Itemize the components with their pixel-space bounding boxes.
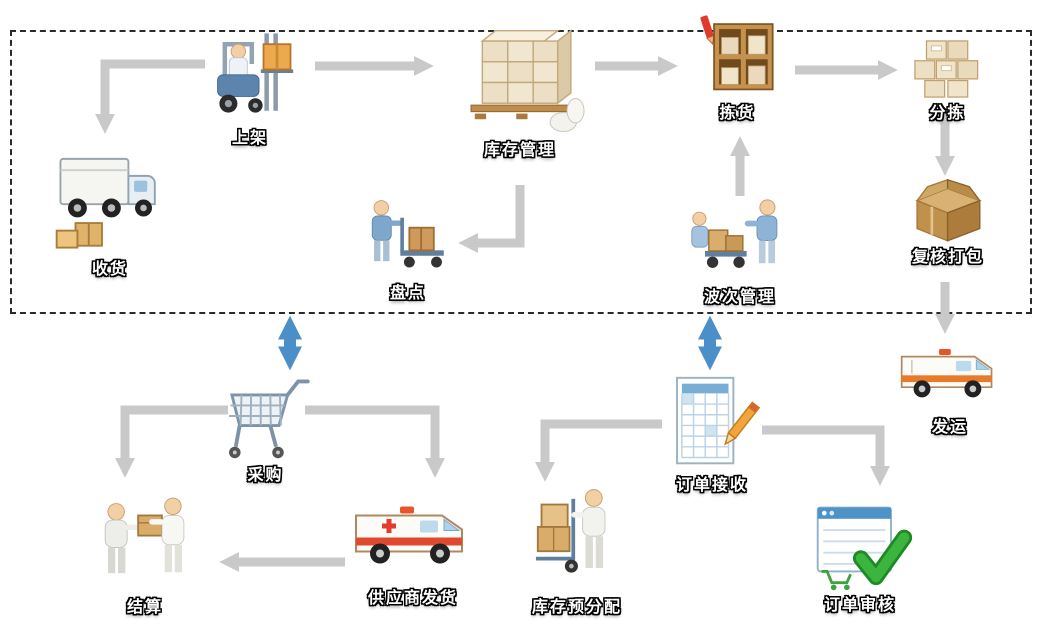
picking-shelf-icon (700, 15, 774, 91)
node-dispatch: 发运 (888, 338, 1012, 436)
node-label-sorting: 分拣 (929, 103, 966, 122)
node-label-supplier-ship: 供应商发货 (367, 588, 458, 607)
node-label-picking: 拣货 (719, 103, 756, 122)
order-form-icon (676, 376, 761, 465)
edge-order-receive-to-order-review (762, 425, 890, 486)
order-approved-icon (816, 506, 912, 591)
shopping-cart-icon (228, 379, 310, 459)
node-settlement: 结算 (90, 488, 200, 616)
receiving-truck-icon (55, 157, 156, 249)
node-shelving: 上架 (200, 28, 300, 147)
node-picking: 拣货 (685, 14, 790, 122)
node-label-stocktake: 盘点 (389, 283, 426, 302)
node-label-receiving: 收货 (91, 259, 128, 278)
node-label-preallocate: 库存预分配 (531, 597, 622, 616)
node-sorting: 分拣 (900, 36, 995, 122)
node-label-packing: 复核打包 (911, 247, 984, 266)
node-preallocate: 库存预分配 (527, 484, 627, 616)
node-stocktake: 盘点 (358, 196, 458, 302)
node-label-inventory: 库存管理 (483, 140, 556, 159)
edge-order-receive-to-preallocate (535, 419, 662, 482)
node-purchase: 采购 (218, 368, 313, 484)
node-order-receive: 订单接收 (662, 372, 762, 494)
dispatch-van-icon (900, 349, 993, 398)
edge-purchase-to-supplier-ship (305, 405, 445, 478)
forklift-icon (217, 33, 294, 113)
handover-people-icon (104, 497, 185, 574)
edge-inventory-to-stocktake (458, 185, 525, 253)
node-packing: 复核打包 (898, 178, 998, 266)
node-label-shelving: 上架 (231, 128, 268, 147)
sorted-boxes-icon (914, 40, 979, 98)
node-order-review: 订单审核 (805, 500, 915, 614)
pallet-stack-icon (470, 29, 585, 132)
node-label-dispatch: 发运 (931, 417, 968, 436)
node-label-purchase: 采购 (247, 465, 284, 484)
node-supplier-ship: 供应商发货 (345, 492, 481, 607)
node-label-order-receive: 订单接收 (675, 475, 748, 494)
preallocate-trolley-icon (535, 489, 606, 573)
node-wave: 波次管理 (685, 196, 795, 306)
node-receiving: 收货 (48, 140, 172, 278)
carton-box-icon (915, 178, 982, 242)
node-label-settlement: 结算 (126, 597, 163, 616)
edge-shelving-to-receiving (95, 59, 205, 134)
node-label-wave: 波次管理 (703, 287, 776, 306)
supplier-van-icon (355, 506, 463, 564)
edge-purchase-to-settlement (115, 405, 228, 478)
node-inventory: 库存管理 (450, 26, 590, 159)
wave-team-icon (691, 199, 778, 268)
node-label-order-review: 订单审核 (823, 595, 896, 614)
stocktake-cart-icon (371, 200, 444, 268)
